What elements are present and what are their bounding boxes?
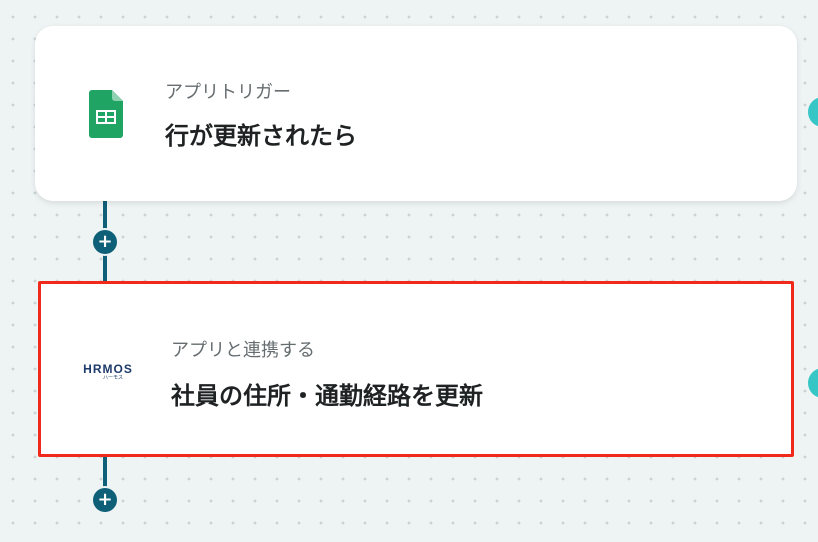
flow-connector-2 (103, 452, 107, 500)
step-title: 行が更新されたら (165, 122, 357, 150)
add-step-button[interactable]: + (93, 230, 117, 254)
trigger-step-card[interactable]: アプリトリガー 行が更新されたら (35, 26, 797, 201)
google-sheets-icon (89, 90, 123, 138)
step-type-label: アプリと連携する (171, 340, 315, 361)
action-step-card[interactable]: HRMOS ハーモス アプリと連携する 社員の住所・通勤経路を更新 (38, 281, 794, 457)
hrmos-logo-wordmark: HRMOS (83, 362, 133, 376)
step-title: 社員の住所・通勤経路を更新 (171, 382, 483, 410)
hrmos-logo-kana: ハーモス (103, 375, 124, 381)
plus-icon: + (97, 489, 113, 510)
step-type-label: アプリトリガー (165, 82, 291, 103)
hrmos-logo: HRMOS ハーモス (81, 363, 135, 381)
side-node[interactable] (808, 368, 818, 398)
side-node[interactable] (808, 97, 818, 127)
add-step-button[interactable]: + (93, 488, 117, 512)
plus-icon: + (97, 231, 113, 252)
